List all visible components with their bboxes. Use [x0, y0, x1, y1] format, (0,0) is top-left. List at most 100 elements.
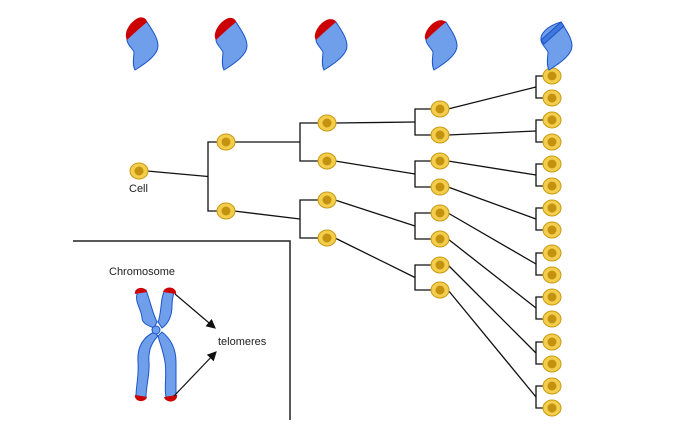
cell-nucleus: [435, 285, 445, 295]
cell-nucleus: [322, 233, 332, 243]
cell-nucleus: [547, 359, 557, 369]
inset-frame: [73, 240, 291, 420]
cell: [542, 310, 562, 328]
cell-nucleus: [547, 314, 557, 324]
cell-label: Cell: [129, 183, 148, 195]
cell: [542, 67, 562, 85]
division-line: [447, 86, 537, 110]
cell: [129, 162, 149, 180]
division-bracket: [299, 199, 318, 239]
chromosome-icon: [134, 287, 178, 402]
cell: [542, 333, 562, 351]
telomere-cap: [164, 395, 178, 402]
cell-nucleus: [547, 381, 557, 391]
cell: [542, 155, 562, 173]
cell-nucleus: [435, 156, 445, 166]
telomere-cap: [314, 19, 336, 40]
chromatid-lower-right: [157, 331, 177, 398]
cell: [542, 177, 562, 195]
cell-nucleus: [547, 270, 557, 280]
cell-nucleus: [435, 104, 445, 114]
cell-nucleus: [322, 195, 332, 205]
division-bracket: [414, 212, 431, 240]
chromatid-upper-left: [136, 289, 158, 329]
cell-nucleus: [547, 225, 557, 235]
division-line: [447, 264, 537, 354]
cell: [542, 377, 562, 395]
cell-nucleus: [134, 166, 144, 176]
division-line: [146, 170, 209, 178]
cells: [129, 67, 562, 417]
division-line: [447, 160, 537, 176]
cell-nucleus: [547, 93, 557, 103]
division-bracket: [414, 160, 431, 188]
chromosome-stage: [540, 21, 573, 71]
cell: [542, 111, 562, 129]
cell-nucleus: [435, 130, 445, 140]
division-line: [447, 130, 537, 136]
chromosome-stages: [125, 17, 573, 71]
division-bracket: [535, 119, 543, 143]
cell: [542, 221, 562, 239]
cell-nucleus: [435, 208, 445, 218]
arrow-to-upper-telomere: [174, 293, 216, 329]
cell: [317, 114, 337, 132]
cell-nucleus: [547, 159, 557, 169]
division-bracket: [535, 207, 543, 231]
division-line: [233, 210, 301, 220]
cell: [430, 178, 450, 196]
cell-nucleus: [547, 71, 557, 81]
cell-nucleus: [547, 403, 557, 413]
cell-nucleus: [547, 137, 557, 147]
division-line: [334, 237, 416, 279]
cell: [317, 191, 337, 209]
centromere: [151, 325, 161, 335]
division-bracket: [535, 341, 543, 365]
cell-nucleus: [547, 115, 557, 125]
cell: [542, 244, 562, 262]
cell-nucleus: [547, 292, 557, 302]
division-line: [334, 199, 416, 227]
telomere-cap: [214, 17, 236, 40]
chromatid-end: [540, 21, 565, 45]
division-line: [447, 186, 537, 220]
division-bracket: [414, 264, 431, 291]
cell-nucleus: [435, 234, 445, 244]
cell: [542, 133, 562, 151]
division-bracket: [207, 141, 217, 212]
division-line: [447, 212, 537, 265]
cell: [542, 355, 562, 373]
cell: [430, 230, 450, 248]
cell: [317, 229, 337, 247]
division-bracket: [535, 252, 543, 276]
division-line: [334, 121, 416, 124]
cell: [430, 152, 450, 170]
cell-nucleus: [435, 260, 445, 270]
division-line: [334, 160, 416, 175]
cell: [542, 199, 562, 217]
chromosome-stage: [314, 19, 348, 71]
cell: [542, 89, 562, 107]
cell: [317, 152, 337, 170]
cell: [542, 288, 562, 306]
division-bracket: [535, 296, 543, 320]
telomere-cap: [134, 395, 147, 402]
division-line: [447, 289, 537, 398]
arrow-to-lower-telomere: [173, 351, 217, 397]
division-bracket: [414, 108, 431, 136]
telomere-cap: [125, 17, 147, 40]
cell: [216, 133, 236, 151]
cell-nucleus: [547, 203, 557, 213]
telomere-cap: [163, 287, 177, 294]
chromatid-upper-right: [157, 289, 175, 329]
cell-nucleus: [547, 248, 557, 258]
cell-nucleus: [322, 156, 332, 166]
chromosome-stage: [214, 17, 248, 71]
cell-nucleus: [547, 181, 557, 191]
division-bracket: [535, 163, 543, 187]
cell: [430, 256, 450, 274]
chromosome-stage: [125, 17, 159, 71]
cell: [430, 100, 450, 118]
cell-nucleus: [435, 182, 445, 192]
